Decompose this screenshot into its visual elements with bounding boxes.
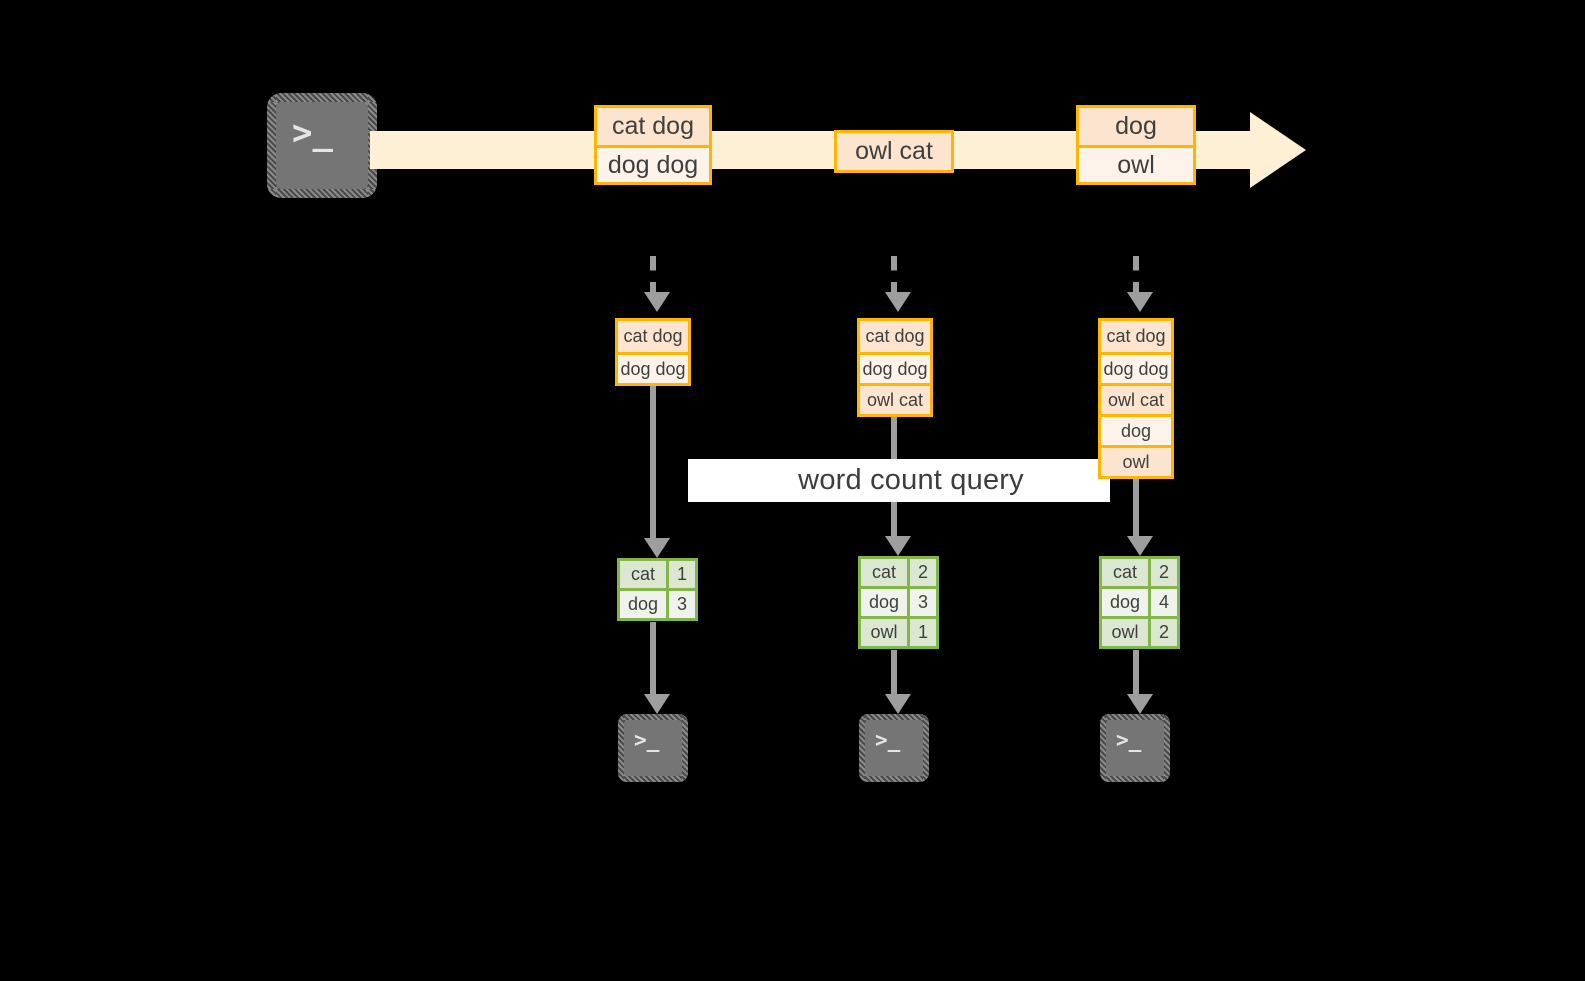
state-row: dog dog (860, 352, 930, 383)
table-row: cat 2 (859, 557, 938, 588)
state-table-col3: cat dog dog dog owl cat dog owl (1098, 318, 1174, 479)
table-row: owl 2 (1100, 616, 1179, 648)
table-row: owl 1 (859, 616, 938, 648)
result-to-sink-connector-3 (1133, 650, 1139, 694)
stream-event-1-row-1: cat dog (597, 108, 709, 145)
result-table-col1: cat 1 dog 3 (617, 558, 699, 621)
table-row: dog 3 (618, 588, 697, 620)
query-label-band: word count query (688, 459, 1110, 502)
result-word: owl (1100, 616, 1150, 648)
result-to-sink-arrowhead-3 (1127, 694, 1153, 714)
state-to-result-arrowhead-1 (644, 538, 670, 558)
state-table-col1: cat dog dog dog (615, 318, 691, 386)
sink-terminal-screen-col1: >_ (624, 720, 682, 776)
state-to-result-connector-1 (650, 382, 656, 538)
result-count: 3 (907, 586, 938, 618)
result-word: dog (618, 588, 668, 620)
state-row: owl cat (860, 383, 930, 414)
stream-to-state-connector-3 (1133, 256, 1139, 292)
result-table-col3: cat 2 dog 4 owl 2 (1099, 556, 1181, 649)
state-row: cat dog (618, 321, 688, 352)
source-terminal-screen: >_ (276, 102, 368, 189)
result-to-sink-connector-2 (891, 650, 897, 694)
stream-event-2: owl cat (834, 130, 954, 173)
sink-terminal-icon-col2: >_ (859, 714, 929, 782)
result-word: owl (859, 616, 909, 648)
result-table-col2: cat 2 dog 3 owl 1 (858, 556, 940, 649)
result-to-sink-arrowhead-1 (644, 694, 670, 714)
state-row: owl cat (1101, 383, 1171, 414)
state-row: cat dog (1101, 321, 1171, 352)
result-count: 2 (1148, 557, 1179, 588)
state-to-result-connector-3 (1133, 474, 1139, 536)
terminal-prompt-glyph: >_ (1116, 728, 1142, 752)
terminal-prompt-glyph: >_ (875, 728, 901, 752)
stream-event-1-row-2: dog dog (597, 145, 709, 182)
result-count: 3 (666, 588, 697, 620)
table-row: dog 3 (859, 586, 938, 618)
state-to-result-arrowhead-2 (885, 536, 911, 556)
sink-terminal-screen-col3: >_ (1106, 720, 1164, 776)
state-table-col2: cat dog dog dog owl cat (857, 318, 933, 417)
state-row: dog (1101, 414, 1171, 445)
terminal-prompt-glyph: >_ (634, 728, 660, 752)
result-word: dog (859, 586, 909, 618)
query-label-text: word count query (798, 464, 1024, 496)
result-word: dog (1100, 586, 1150, 618)
result-count: 1 (666, 559, 697, 590)
table-row: cat 2 (1100, 557, 1179, 588)
sink-terminal-icon-col3: >_ (1100, 714, 1170, 782)
state-to-result-arrowhead-3 (1127, 536, 1153, 556)
result-count: 2 (1148, 616, 1179, 648)
result-count: 2 (907, 557, 938, 588)
result-to-sink-arrowhead-2 (885, 694, 911, 714)
result-count: 4 (1148, 586, 1179, 618)
stream-to-state-arrowhead-2 (885, 292, 911, 312)
table-row: cat 1 (618, 559, 697, 590)
source-terminal-icon: >_ (267, 93, 377, 198)
state-row: dog dog (618, 352, 688, 383)
terminal-prompt-glyph: >_ (292, 113, 333, 153)
stream-event-3-row-1: dog (1079, 108, 1193, 145)
result-word: cat (1100, 557, 1150, 588)
stream-to-state-arrowhead-1 (644, 292, 670, 312)
result-to-sink-connector-1 (650, 622, 656, 694)
event-stream-arrow-head (1250, 112, 1306, 188)
result-count: 1 (907, 616, 938, 648)
stream-event-3: dog owl (1076, 105, 1196, 185)
sink-terminal-icon-col1: >_ (618, 714, 688, 782)
state-row: dog dog (1101, 352, 1171, 383)
stream-to-state-connector-1 (650, 256, 656, 292)
stream-to-state-arrowhead-3 (1127, 292, 1153, 312)
stream-to-state-connector-2 (891, 256, 897, 292)
sink-terminal-screen-col2: >_ (865, 720, 923, 776)
state-row: cat dog (860, 321, 930, 352)
result-word: cat (859, 557, 909, 588)
table-row: dog 4 (1100, 586, 1179, 618)
stream-event-3-row-2: owl (1079, 145, 1193, 182)
stream-event-2-row-1: owl cat (837, 133, 951, 170)
state-row: owl (1101, 445, 1171, 476)
stream-event-1: cat dog dog dog (594, 105, 712, 185)
result-word: cat (618, 559, 668, 590)
